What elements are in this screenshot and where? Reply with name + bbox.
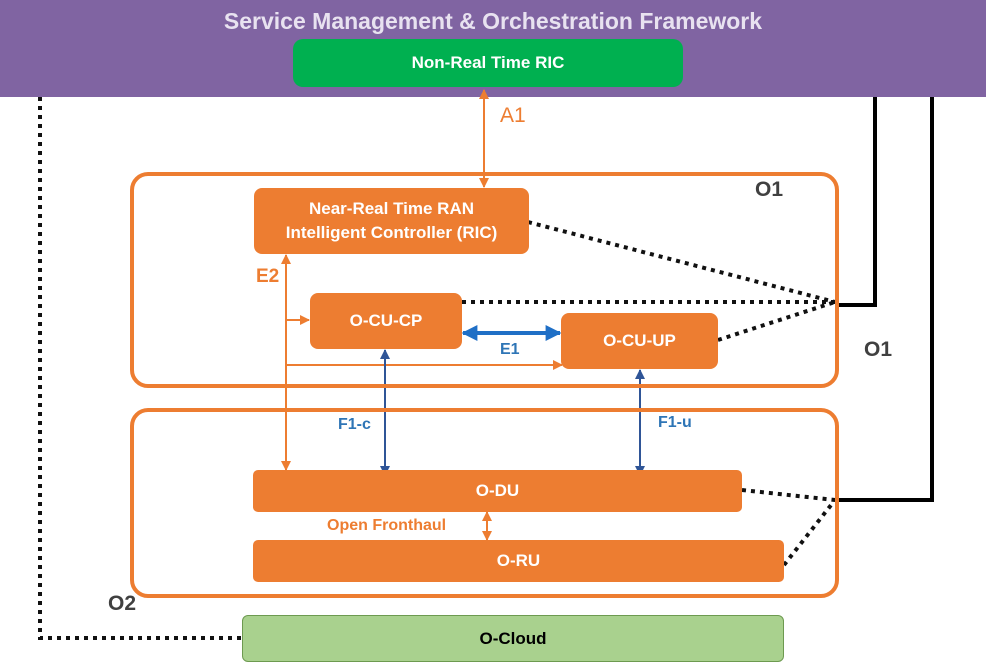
o-ru-label: O-RU [496,551,541,570]
o1-label-top: O1 [755,178,784,201]
o-cu-up-box: O-CU-UP [561,313,718,369]
o-cloud-label: O-Cloud [479,628,547,648]
f1u-label: F1-u [658,414,692,431]
near-rt-ric-label-line2: Intelligent Controller (RIC) [285,223,498,242]
o1-link-lower [835,97,934,502]
o-cu-cp-label: O-CU-CP [349,311,423,330]
near-rt-ric-box: Near-Real Time RAN Intelligent Controlle… [254,188,529,254]
o-cu-up-label: O-CU-UP [603,331,676,350]
open-fronthaul-label: Open Fronthaul [327,517,447,534]
o2-label: O2 [108,592,137,615]
o-du-box: O-DU [253,470,742,512]
a1-label: A1 [500,104,526,127]
o1-link-upper [835,97,877,307]
e2-label: E2 [256,266,280,287]
near-rt-ric-label-line1: Near-Real Time RAN [308,199,475,218]
o-cu-cp-box: O-CU-CP [310,293,462,349]
e1-label: E1 [500,341,520,358]
f1c-label: F1-c [338,416,371,433]
non-rt-ric-box: Non-Real Time RIC [293,39,683,87]
o-du-label: O-DU [475,481,520,500]
smo-title: Service Management & Orchestration Frame… [223,8,763,34]
non-rt-ric-label: Non-Real Time RIC [411,53,565,72]
lower-frame [130,408,839,598]
o1-label-right: O1 [864,338,893,361]
o-cloud-box: O-Cloud [242,615,784,662]
upper-frame [130,172,839,388]
o-ru-box: O-RU [253,540,784,582]
